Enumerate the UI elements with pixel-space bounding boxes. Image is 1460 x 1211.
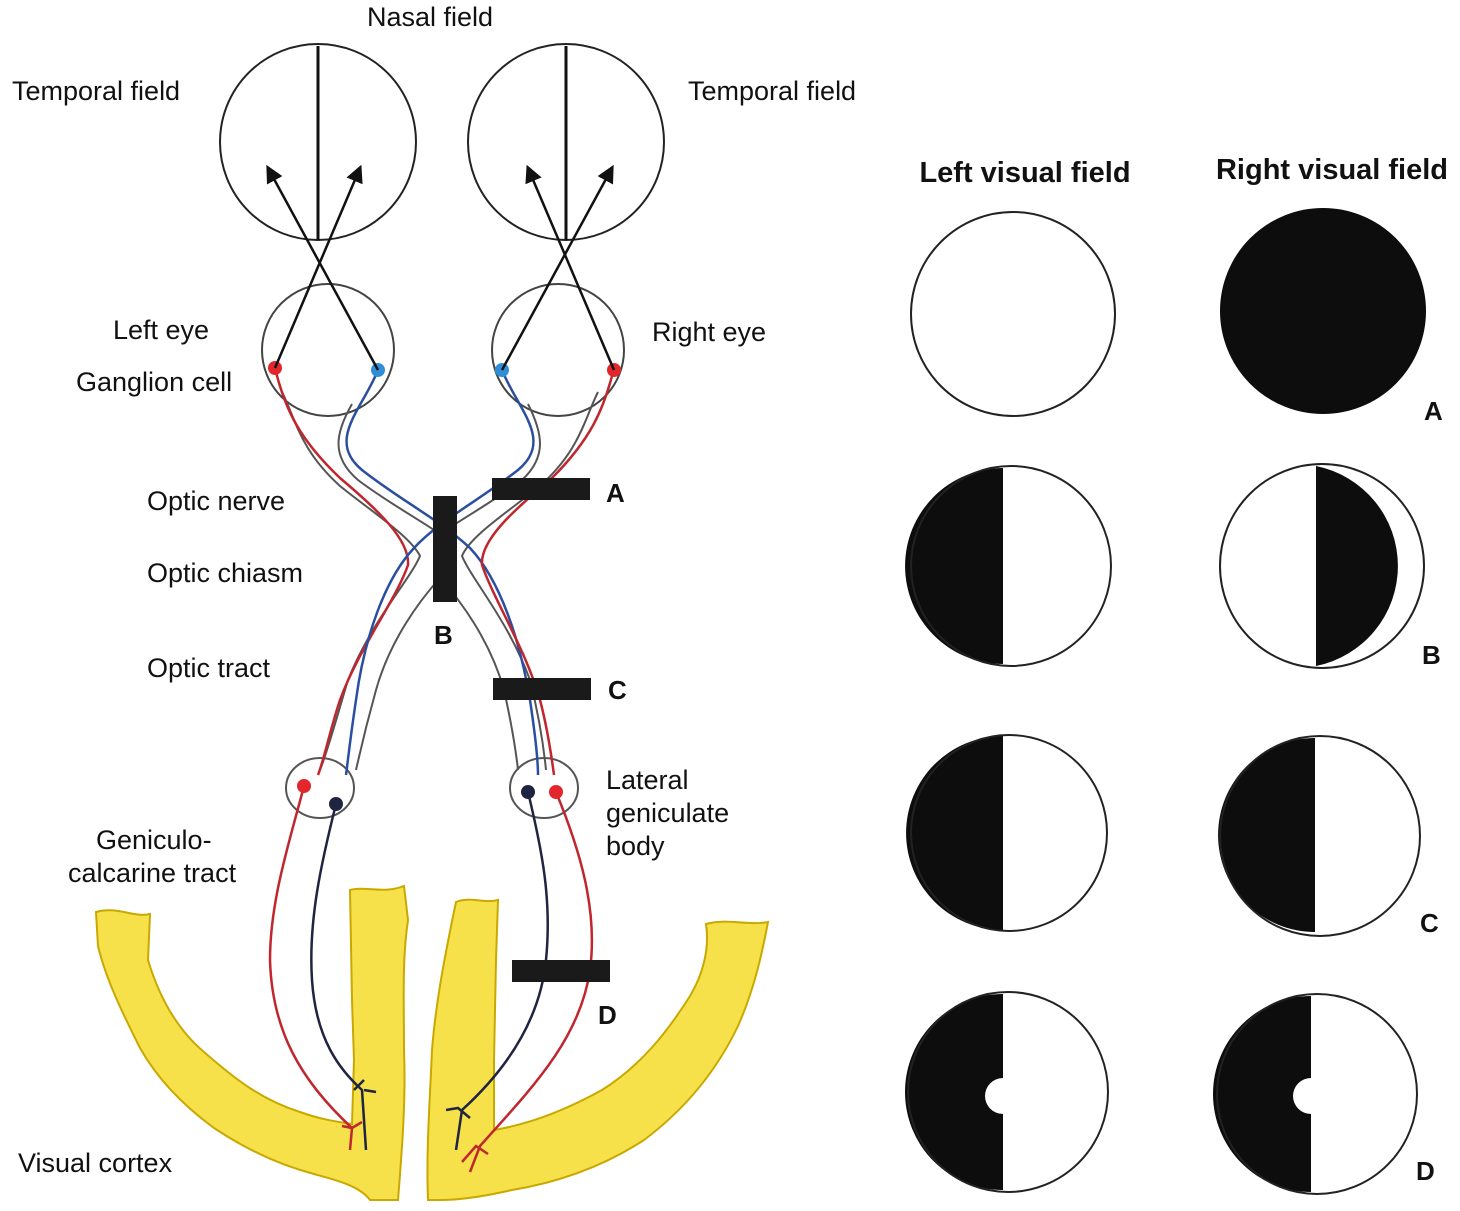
lesion-d-bar (512, 960, 610, 982)
visual-field-deficits: Left visual field Right visual field A B (905, 154, 1448, 1194)
lgb-cell-right-dark (521, 785, 535, 799)
optic-tract-label: Optic tract (147, 653, 271, 683)
left-visual-field-header: Left visual field (919, 157, 1130, 189)
field-row-d: D (905, 992, 1435, 1194)
field-row-c: C (906, 735, 1439, 938)
row-a-left-field (911, 212, 1115, 416)
row-a-right-field (1221, 209, 1425, 413)
row-b-left-field (905, 466, 1111, 666)
geniculo-label-1: Geniculo- (96, 825, 212, 855)
lateral-geniculate-label-3: body (606, 831, 665, 861)
row-d-right-field (1213, 994, 1417, 1194)
lgb-cell-left-dark (329, 797, 343, 811)
right-eye-label: Right eye (652, 317, 766, 347)
nasal-field-label: Nasal field (367, 2, 493, 32)
visual-cortex (96, 886, 768, 1200)
row-c-left-field (906, 735, 1107, 931)
eyes (262, 284, 624, 416)
lateral-geniculate-bodies (286, 758, 578, 818)
lesion-b-bar (433, 496, 457, 602)
visual-fields-top (220, 44, 664, 240)
projection-arrows (268, 168, 614, 370)
row-d-letter: D (1416, 1156, 1435, 1186)
lesion-d-letter: D (598, 1000, 617, 1030)
lesion-a-letter: A (606, 478, 625, 508)
optic-nerve-label: Optic nerve (147, 486, 285, 516)
geniculo-label-2: calcarine tract (68, 858, 237, 888)
lesion-c-letter: C (608, 675, 627, 705)
arrow-right-blue (502, 168, 612, 370)
lateral-geniculate-label-1: Lateral (606, 765, 689, 795)
lesion-a-bar (492, 478, 590, 500)
right-visual-field-header: Right visual field (1216, 154, 1448, 186)
temporal-field-right-label: Temporal field (688, 76, 856, 106)
field-row-a: A (911, 209, 1443, 426)
arrow-right-red (528, 168, 614, 370)
right-lgb (510, 758, 578, 818)
ganglion-cell-label: Ganglion cell (76, 367, 232, 397)
lateral-geniculate-label-2: geniculate (606, 798, 729, 828)
temporal-field-left-label: Temporal field (12, 76, 180, 106)
right-cortex (427, 900, 768, 1200)
row-d-left-field (905, 992, 1108, 1192)
lgb-cell-right-red (549, 785, 563, 799)
right-temporal-fiber (482, 368, 614, 775)
arrow-left-blue (268, 168, 378, 370)
row-b-right-field (1220, 464, 1424, 668)
visual-cortex-label: Visual cortex (18, 1148, 173, 1178)
lesion-c-bar (493, 678, 591, 700)
field-row-b: B (905, 464, 1441, 670)
optic-chiasm-label: Optic chiasm (147, 558, 303, 588)
row-a-letter: A (1424, 396, 1443, 426)
row-b-letter: B (1422, 640, 1441, 670)
left-eye-label: Left eye (113, 315, 209, 345)
row-c-right-field (1218, 736, 1420, 936)
lesion-b-letter: B (434, 620, 453, 650)
row-c-letter: C (1420, 908, 1439, 938)
lgb-cell-left-red (297, 779, 311, 793)
